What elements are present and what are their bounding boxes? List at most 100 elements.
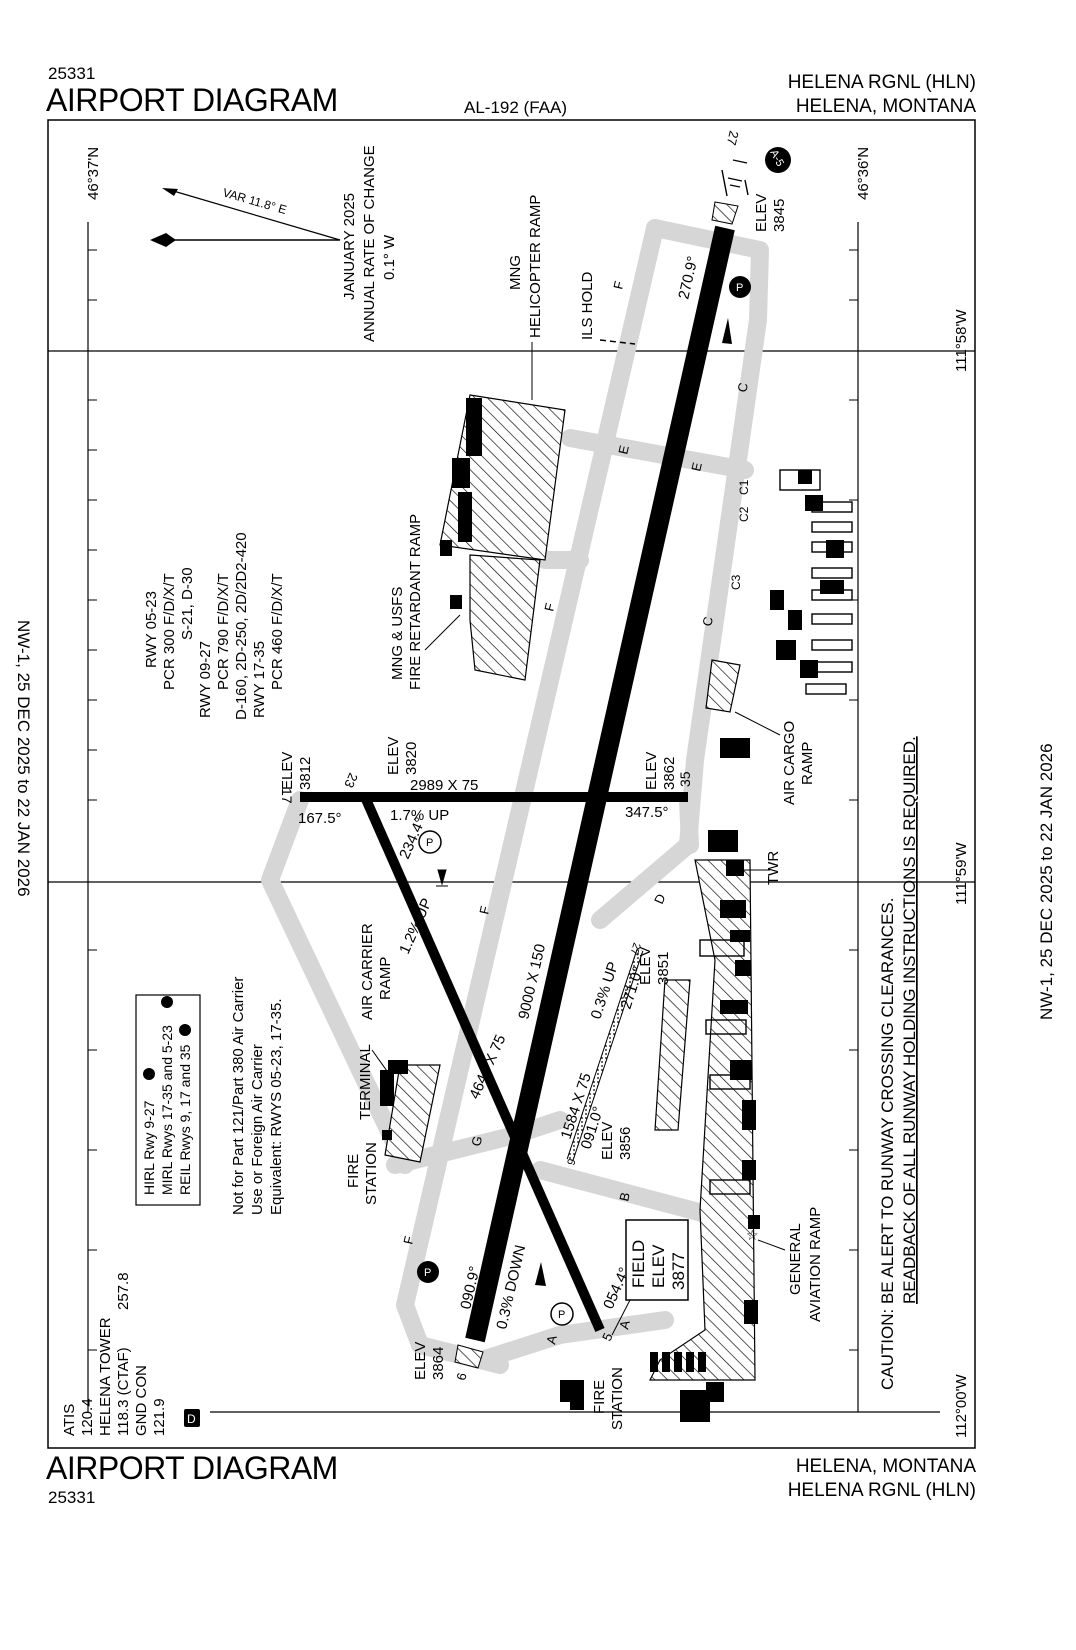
svg-text:ELEV: ELEV bbox=[279, 752, 296, 790]
ils-hold-line bbox=[599, 339, 636, 345]
svg-text:17: 17 bbox=[279, 788, 295, 804]
lon-2: 111°59'W bbox=[953, 842, 970, 905]
svg-text:118.3 (CTAF): 118.3 (CTAF) bbox=[115, 1347, 132, 1436]
tower-star-icon: ☆ bbox=[746, 1227, 759, 1243]
parking-letters: P P P P bbox=[424, 282, 743, 1321]
svg-text:HELENA TOWER: HELENA TOWER bbox=[97, 1317, 114, 1436]
leader-lines bbox=[371, 342, 786, 1336]
field-elev-box bbox=[625, 1219, 689, 1301]
svg-text:9: 9 bbox=[565, 1157, 578, 1167]
svg-text:9: 9 bbox=[453, 1371, 469, 1381]
comms: ATIS 120.4 HELENA TOWER 118.3 (CTAF) 257… bbox=[61, 1272, 168, 1436]
svg-text:FIRE RETARDANT RAMP: FIRE RETARDANT RAMP bbox=[407, 514, 424, 690]
lighting-icons bbox=[143, 996, 191, 1080]
svg-text:Use or Foreign Air Carrier: Use or Foreign Air Carrier bbox=[249, 1044, 266, 1215]
svg-text:STATION: STATION bbox=[609, 1367, 626, 1430]
svg-text:P: P bbox=[426, 837, 433, 849]
svg-text:P: P bbox=[736, 282, 743, 294]
svg-text:PCR 790 F/D/X/T: PCR 790 F/D/X/T bbox=[215, 573, 232, 690]
svg-text:HELICOPTER RAMP: HELICOPTER RAMP bbox=[527, 195, 544, 338]
svg-text:P: P bbox=[424, 1267, 431, 1279]
variation-annual-label: ANNUAL RATE OF CHANGE bbox=[361, 145, 378, 342]
buildings bbox=[380, 398, 844, 1422]
svg-text:C1: C1 bbox=[737, 479, 751, 495]
air-carrier-ramp bbox=[384, 1064, 441, 1163]
svg-text:GENERAL: GENERAL bbox=[787, 1223, 804, 1295]
variation-annual-value: 0.1° W bbox=[381, 234, 398, 280]
svg-text:Equivalent: RWYS 05-23, 17-35.: Equivalent: RWYS 05-23, 17-35. bbox=[268, 998, 285, 1215]
svg-text:FIRE: FIRE bbox=[591, 1380, 608, 1414]
svg-text:3812: 3812 bbox=[297, 757, 314, 790]
approach-lights bbox=[721, 159, 749, 197]
general-aviation-ramp bbox=[649, 859, 756, 1381]
hangar-rows bbox=[699, 469, 853, 1195]
svg-text:3864: 3864 bbox=[430, 1347, 447, 1380]
svg-text:3820: 3820 bbox=[403, 742, 420, 775]
svg-text:A: A bbox=[543, 1334, 560, 1346]
svg-text:1.7% UP: 1.7% UP bbox=[390, 807, 449, 824]
variation-label: VAR 11.8° E bbox=[221, 185, 288, 217]
ramps bbox=[384, 394, 756, 1381]
svg-text:PCR 300 F/D/X/T: PCR 300 F/D/X/T bbox=[161, 573, 178, 690]
d-atis-symbol bbox=[184, 1409, 200, 1427]
svg-text:23: 23 bbox=[341, 771, 361, 790]
svg-text:120.4: 120.4 bbox=[79, 1398, 96, 1436]
mng-usfs-ramp bbox=[469, 554, 541, 681]
svg-text:A: A bbox=[616, 1319, 633, 1331]
city-state-bottom: HELENA, MONTANA bbox=[795, 1456, 976, 1477]
svg-text:STATION: STATION bbox=[363, 1142, 380, 1205]
svg-text:RWY 09-27: RWY 09-27 bbox=[197, 641, 214, 718]
pcr-info: RWY 05-23 PCR 300 F/D/X/T S-21, D-30 RWY… bbox=[143, 532, 286, 720]
svg-text:ELEV: ELEV bbox=[599, 1122, 616, 1160]
svg-text:257.8: 257.8 bbox=[115, 1272, 132, 1310]
svg-text:ELEV: ELEV bbox=[643, 752, 660, 790]
airport-name-bottom: HELENA RGNL (HLN) bbox=[787, 1480, 976, 1501]
svg-text:G: G bbox=[468, 1134, 485, 1147]
svg-text:C: C bbox=[734, 381, 751, 394]
svg-text:GND CON: GND CON bbox=[133, 1365, 150, 1436]
d-atis-letter: D bbox=[187, 1412, 196, 1426]
svg-text:E: E bbox=[688, 461, 705, 473]
graticule-ticks bbox=[88, 249, 858, 1351]
svg-text:27: 27 bbox=[724, 129, 742, 146]
procedure-id: AL-192 (FAA) bbox=[464, 98, 567, 117]
airport-name-top: HELENA RGNL (HLN) bbox=[787, 72, 976, 93]
hotspot-a5-icon bbox=[765, 147, 791, 173]
taxiway-labels: F F F F E E C C C1 C2 C3 D G B A A bbox=[400, 280, 751, 1346]
svg-text:3862: 3862 bbox=[661, 757, 678, 790]
svg-text:347.5°: 347.5° bbox=[625, 804, 669, 821]
svg-text:3877: 3877 bbox=[669, 1252, 688, 1290]
svg-text:D-160, 2D-250, 2D/2D2-420: D-160, 2D-250, 2D/2D2-420 bbox=[233, 532, 250, 720]
svg-text:AIR CARGO: AIR CARGO bbox=[781, 721, 798, 805]
chart-frame bbox=[47, 119, 976, 1449]
svg-text:F: F bbox=[610, 280, 626, 291]
place-labels: MNG HELICOPTER RAMP ILS HOLD MNG & USFS … bbox=[345, 195, 824, 1430]
runways bbox=[300, 201, 739, 1369]
effective-date-left: NW-1, 25 DEC 2025 to 22 JAN 2026 bbox=[14, 620, 33, 897]
svg-text:ATIS: ATIS bbox=[61, 1404, 78, 1436]
effective-date-right: NW-1, 25 DEC 2025 to 22 JAN 2026 bbox=[1037, 743, 1056, 1020]
svg-text:REIL Rwys 9, 17 and 35: REIL Rwys 9, 17 and 35 bbox=[177, 1044, 193, 1195]
svg-text:ELEV: ELEV bbox=[649, 1244, 668, 1288]
svg-text:3851: 3851 bbox=[655, 952, 672, 985]
svg-text:ELEV: ELEV bbox=[412, 1342, 429, 1380]
svg-text:ELEV: ELEV bbox=[753, 194, 770, 232]
svg-text:RWY 17-35: RWY 17-35 bbox=[251, 641, 268, 718]
svg-text:MNG: MNG bbox=[507, 255, 524, 290]
svg-text:FIELD: FIELD bbox=[629, 1240, 648, 1288]
caution-line-1: CAUTION: BE ALERT TO RUNWAY CROSSING CLE… bbox=[878, 898, 897, 1391]
svg-text:ELEV: ELEV bbox=[637, 947, 654, 985]
svg-text:F: F bbox=[400, 1235, 416, 1246]
svg-text:D: D bbox=[651, 892, 669, 907]
svg-text:ELEV: ELEV bbox=[385, 737, 402, 775]
svg-text:RWY 05-23: RWY 05-23 bbox=[143, 591, 160, 668]
variation-date: JANUARY 2025 bbox=[341, 193, 358, 300]
svg-text:27: 27 bbox=[627, 941, 642, 956]
runway-05-23 bbox=[360, 794, 605, 1333]
svg-text:F: F bbox=[476, 905, 492, 916]
svg-text:C3: C3 bbox=[729, 574, 743, 590]
chart-title-top: AIRPORT DIAGRAM bbox=[46, 82, 338, 118]
runway-09-27 bbox=[465, 225, 735, 1343]
lighting-info: HIRL Rwy 9-27 MIRL Rwys 17-35 and 5-23 R… bbox=[141, 1025, 193, 1195]
